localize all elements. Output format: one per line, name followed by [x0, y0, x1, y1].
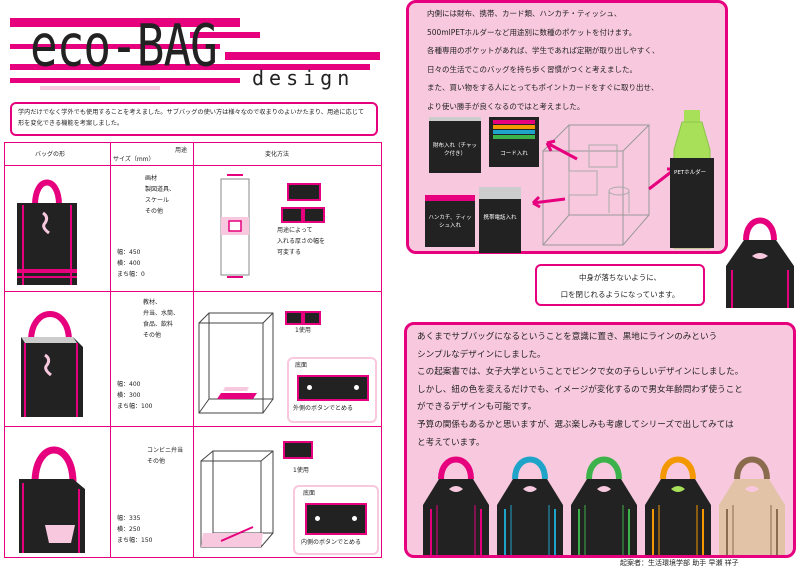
row1-note: 用途によって入れる厚さの幅を可変する: [277, 227, 326, 256]
row3-usage: 1使用: [293, 467, 309, 474]
color-variant-bag-icon: [497, 456, 563, 555]
tote-bag-tall-icon: [17, 179, 77, 285]
col-use: 用途: [175, 147, 188, 154]
pocket-swatch: [285, 311, 303, 325]
page-title: eco-BAG: [30, 11, 218, 79]
header-bar: [10, 78, 240, 83]
intro-text: 学内だけでなく学外でも使用することを考えました。サブバッグの使い方は様々なので収…: [10, 102, 378, 136]
tote-bag-medium-icon: [21, 311, 83, 417]
row3-use: コンビニ弁当その他: [147, 447, 184, 465]
color-variant-bag-icon: [571, 456, 637, 555]
pocket-info-text: 内側には財布、携帯、カード類、ハンカチ・ティッシュ、500mlPETホルダーなど…: [427, 9, 660, 111]
row2-use: 教材、弁当、水筒、 食品、飲料その他: [143, 299, 180, 339]
row1-use: 画材製図道具、 スケールその他: [145, 175, 176, 215]
row3-box-diagram: [200, 450, 274, 548]
pocket-swatch: [281, 207, 303, 223]
col-size: サイズ（mm）: [113, 156, 155, 163]
wallet-pocket: 財布入れ（チャック付き）: [429, 117, 481, 173]
header-bar: [225, 52, 380, 60]
pocket-swatch: [287, 183, 321, 201]
pocket-swatch: [303, 311, 321, 325]
header-bar: [10, 44, 220, 49]
arrow-icon: [531, 195, 566, 209]
pet-holder-label: PETホルダー: [674, 170, 707, 176]
credit: 起案者：生活環境学部 助手 早瀬 祥子: [620, 559, 739, 567]
card-pocket: コード入れ: [489, 117, 539, 167]
header-bar: [190, 32, 260, 38]
arrow-icon: [545, 139, 578, 161]
hanky-pocket: ハンカチ、ティッシュ入れ: [425, 195, 475, 247]
design-info-box: あくまでサブバッグになるということを意識に置き、黒地にラインのみというシンプルな…: [404, 322, 796, 558]
color-variant-bag-icon: [719, 456, 785, 555]
pet-bottle-icon: [670, 110, 714, 249]
row2-bottom-panel: 底面 外側のボタンでとめる: [287, 357, 377, 423]
color-variant-bag-icon: [423, 456, 489, 555]
pocket-swatch: [283, 441, 313, 459]
design-info-text: あくまでサブバッグになるということを意識に置き、黒地にラインのみというシンプルな…: [417, 332, 744, 448]
closure-note: 中身が落ちないように、口を閉じれるようになっています。: [535, 264, 705, 306]
header-bar: [10, 64, 370, 70]
pocket-swatch: [303, 207, 325, 223]
inner-pocket-diagram: [542, 124, 650, 246]
row3-bottom-panel: 底面 内側のボタンでとめる: [293, 485, 379, 555]
color-variation-row: [421, 449, 791, 559]
color-variant-bag-icon: [645, 456, 711, 555]
header-bar: [10, 18, 240, 27]
header-bar: [40, 86, 160, 90]
phone-pocket: 携帯電話入れ: [479, 187, 521, 253]
closed-bag-icon: [726, 217, 794, 308]
spec-table: バッグの形 用途 サイズ（mm） 変化方法 画材製図道具、 スケールその他 幅：…: [4, 142, 382, 558]
tote-bag-short-icon: [19, 446, 85, 553]
row2-box-diagram: [198, 312, 274, 414]
row1-folding-diagram: [220, 174, 250, 278]
page-subtitle: design: [252, 66, 355, 90]
col-change: 変化方法: [265, 151, 290, 158]
col-bag: バッグの形: [35, 151, 66, 158]
row2-usage: 1使用: [295, 327, 311, 334]
